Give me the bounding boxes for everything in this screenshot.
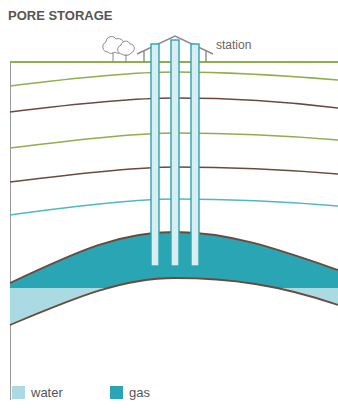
- diagram-title: PORE STORAGE: [8, 8, 113, 23]
- legend-text: water: [31, 385, 63, 400]
- trees: [103, 37, 134, 62]
- well-pipes: [151, 40, 199, 266]
- title-box: PORE STORAGE: [8, 6, 113, 24]
- base-rock-line: [10, 278, 338, 325]
- legend-swatch: [12, 386, 25, 399]
- legend-item: water: [12, 385, 63, 400]
- legend-item: gas: [110, 385, 150, 400]
- legend-swatch: [110, 386, 123, 399]
- station-label: station: [216, 38, 251, 52]
- label-box: station: [216, 35, 251, 53]
- legend-text: gas: [129, 385, 150, 400]
